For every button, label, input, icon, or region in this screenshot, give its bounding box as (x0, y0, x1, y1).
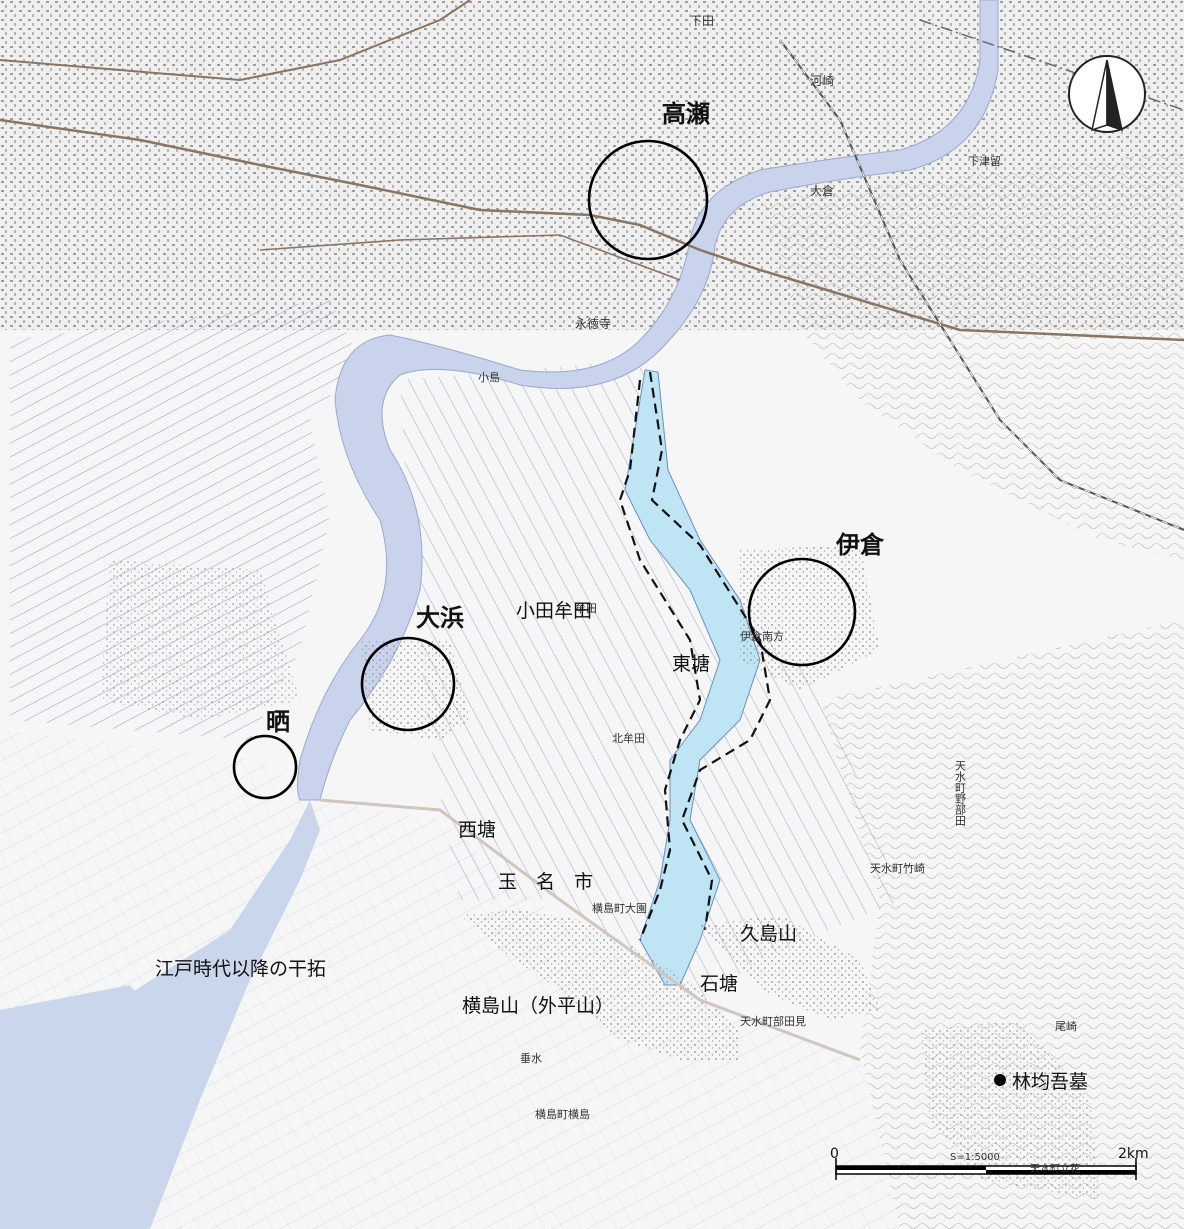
edo-reclamation-area (0, 730, 900, 1229)
scale-bar (835, 1158, 1137, 1180)
north-arrow-icon (1068, 55, 1146, 133)
scale-ratio-label: S=1:5000 (950, 1152, 1000, 1163)
label-shimotsudome: 下津留 (968, 155, 1001, 168)
label-ikura: 伊倉 (835, 531, 885, 559)
kikuchi-river (297, 0, 999, 801)
label-tomb: 林均吾墓 (1012, 1071, 1088, 1093)
old-coastline-dashed-west (618, 379, 702, 941)
coastal-road (319, 798, 861, 1062)
label-tensui-nobuta-mi: 天水町部田見 (740, 1014, 806, 1028)
railway-line (779, 39, 1184, 531)
label-tarumizu: 垂水 (520, 1052, 542, 1065)
takase-circle (587, 139, 709, 261)
label-sarashi: 晒 (266, 708, 290, 736)
label-muta: 牟田 (575, 601, 597, 615)
scale-end-label: 2km (1118, 1146, 1149, 1162)
scale-start-label: 0 (830, 1146, 839, 1162)
old-coastline-dashed (648, 371, 772, 931)
label-tensui-takezaki: 天水町竹崎 (870, 861, 925, 875)
label-odamuta: 小田牟田 (516, 600, 592, 622)
label-ohama: 大浜 (416, 604, 464, 632)
label-kojima: 小島 (478, 370, 500, 384)
eastern-hills (760, 150, 1184, 560)
southeast-hills (820, 620, 1184, 1229)
label-kawasaki: 河崎 (810, 74, 834, 88)
kushima-hill (700, 915, 880, 1020)
central-fields (400, 360, 900, 1000)
tomb-hill (920, 1020, 1100, 1200)
label-edo-reclamation: 江戸時代以降の干拓 (155, 958, 326, 980)
label-okura: 大倉 (810, 183, 834, 198)
ohama-circle (360, 636, 456, 732)
label-eitokuji: 永徳寺 (575, 316, 611, 331)
label-yokoshima-oosono: 横島町大園 (592, 901, 647, 915)
boundary-line (919, 19, 1184, 111)
label-yokoshimayama: 横島山（外平山） (462, 995, 614, 1017)
tomb-marker-icon (994, 1074, 1006, 1086)
label-tamana-city: 玉 名 市 (498, 871, 593, 893)
label-higashitomo: 東塘 (672, 653, 710, 675)
label-ishitomo: 石塘 (700, 973, 738, 995)
north-road (0, 0, 471, 82)
main-road (0, 118, 1184, 342)
sarashi-circle (232, 734, 298, 800)
label-tensui-nobuta: 天水町野部田 (954, 760, 967, 826)
yokoshima-hill (460, 910, 740, 1060)
label-kushimayama: 久島山 (740, 923, 797, 945)
secondary-road (259, 234, 681, 281)
label-takase: 高瀬 (662, 100, 710, 128)
western-settlement (100, 560, 300, 720)
label-kitamuta: 北牟田 (612, 731, 645, 745)
label-shimota: 下田 (690, 14, 714, 28)
ikura-circle (747, 557, 857, 667)
bay-water (0, 800, 320, 1229)
label-nishitomo: 西塘 (458, 819, 496, 841)
label-yokoshima-yokoshima: 横島町横島 (535, 1107, 590, 1121)
label-ikura-minamikata: 伊倉南方 (740, 629, 784, 643)
label-ozaki: 尾崎 (1055, 1019, 1077, 1033)
bay-water-west (0, 985, 150, 1040)
label-tensui-tachibana: 天水町立花 (1030, 1162, 1080, 1175)
